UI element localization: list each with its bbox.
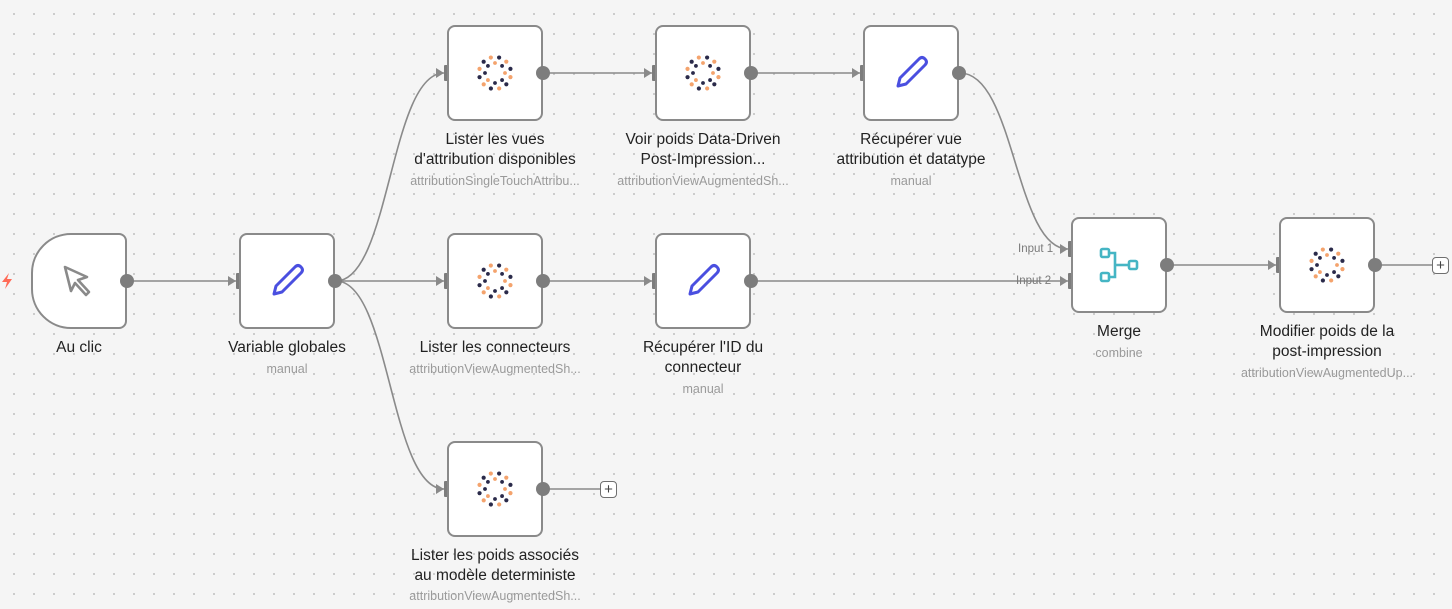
output-port[interactable] bbox=[952, 66, 966, 80]
output-port[interactable] bbox=[744, 274, 758, 288]
node-recuperer-id[interactable] bbox=[655, 233, 751, 329]
node-title: Au clic bbox=[56, 339, 102, 356]
node-title-line2: au modèle deterministe bbox=[414, 567, 576, 584]
lightning-bolt-icon bbox=[2, 273, 12, 289]
node-subtitle: manual bbox=[890, 174, 932, 188]
arrow-modifier bbox=[1268, 260, 1276, 270]
node-title-line1: Modifier poids de la bbox=[1259, 323, 1395, 340]
pencil-icon bbox=[890, 52, 932, 94]
arrow-lister-poids bbox=[436, 484, 444, 494]
node-subtitle: manual bbox=[266, 362, 308, 376]
node-title: Merge bbox=[1097, 323, 1141, 340]
node-subtitle: attributionViewAugmentedSh... bbox=[409, 589, 581, 603]
pencil-icon bbox=[266, 260, 308, 302]
merge-branch-icon bbox=[1097, 243, 1141, 287]
node-title-line1: Voir poids Data-Driven bbox=[625, 131, 781, 148]
dotted-ring-logo-icon bbox=[683, 53, 723, 93]
edge-variable-lister-poids bbox=[335, 280, 445, 490]
arrow-lister-vues bbox=[436, 68, 444, 78]
node-subtitle: attributionSingleTouchAttribu... bbox=[410, 174, 580, 188]
output-port[interactable] bbox=[120, 274, 134, 288]
node-title-line2: connecteur bbox=[664, 359, 742, 376]
arrow-voir-poids bbox=[644, 68, 652, 78]
merge-input2-label: Input 2 bbox=[1016, 275, 1052, 287]
arrow-lister-connecteurs bbox=[436, 276, 444, 286]
node-title: Variable globales bbox=[228, 339, 346, 356]
merge-input1-label: Input 1 bbox=[1018, 243, 1054, 255]
node-lister-vues[interactable] bbox=[447, 25, 543, 121]
node-title-line1: Récupérer vue bbox=[860, 131, 962, 148]
node-subtitle: attributionViewAugmentedSh... bbox=[617, 174, 789, 188]
dotted-ring-logo-icon bbox=[1307, 245, 1347, 285]
pencil-icon bbox=[682, 260, 724, 302]
output-port[interactable] bbox=[536, 274, 550, 288]
node-title-line2: attribution et datatype bbox=[836, 151, 986, 168]
arrow-recuperer-vue bbox=[852, 68, 860, 78]
output-port[interactable] bbox=[1160, 258, 1174, 272]
node-title: Lister les connecteurs bbox=[419, 339, 571, 356]
dotted-ring-logo-icon bbox=[475, 469, 515, 509]
cursor-click-icon bbox=[59, 261, 99, 301]
output-port[interactable] bbox=[328, 274, 342, 288]
output-port[interactable] bbox=[536, 66, 550, 80]
edge-recuperer-vue-merge bbox=[959, 72, 1069, 250]
dotted-ring-logo-icon bbox=[475, 261, 515, 301]
node-title-line1: Récupérer l'ID du bbox=[642, 339, 764, 356]
node-title-line1: Lister les poids associés bbox=[411, 547, 579, 564]
node-subtitle: attributionViewAugmentedUp... bbox=[1240, 366, 1414, 380]
node-subtitle: manual bbox=[682, 382, 724, 396]
output-port[interactable] bbox=[744, 66, 758, 80]
node-title-line2: Post-Impression... bbox=[640, 151, 766, 168]
dotted-ring-logo-icon bbox=[475, 53, 515, 93]
add-node-button[interactable]: + bbox=[1432, 257, 1449, 274]
arrow-recuperer-id bbox=[644, 276, 652, 286]
node-lister-connecteurs[interactable] bbox=[447, 233, 543, 329]
node-subtitle: combine bbox=[1095, 346, 1143, 360]
node-variable-globales[interactable] bbox=[239, 233, 335, 329]
arrow-merge-in2 bbox=[1060, 276, 1068, 286]
edge-variable-lister-vues bbox=[335, 72, 445, 282]
node-merge[interactable] bbox=[1071, 217, 1167, 313]
output-port[interactable] bbox=[1368, 258, 1382, 272]
output-port[interactable] bbox=[536, 482, 550, 496]
node-subtitle: attributionViewAugmentedSh... bbox=[409, 362, 581, 376]
node-voir-poids[interactable] bbox=[655, 25, 751, 121]
node-title-line2: d'attribution disponibles bbox=[414, 151, 576, 168]
node-lister-poids[interactable] bbox=[447, 441, 543, 537]
node-title-line2: post-impression bbox=[1272, 343, 1382, 360]
add-node-button[interactable]: + bbox=[600, 481, 617, 498]
arrow-variable bbox=[228, 276, 236, 286]
node-au-clic[interactable] bbox=[31, 233, 127, 329]
arrow-merge-in1 bbox=[1060, 244, 1068, 254]
node-recuperer-vue[interactable] bbox=[863, 25, 959, 121]
node-title-line1: Lister les vues bbox=[445, 131, 545, 148]
node-modifier-poids[interactable] bbox=[1279, 217, 1375, 313]
